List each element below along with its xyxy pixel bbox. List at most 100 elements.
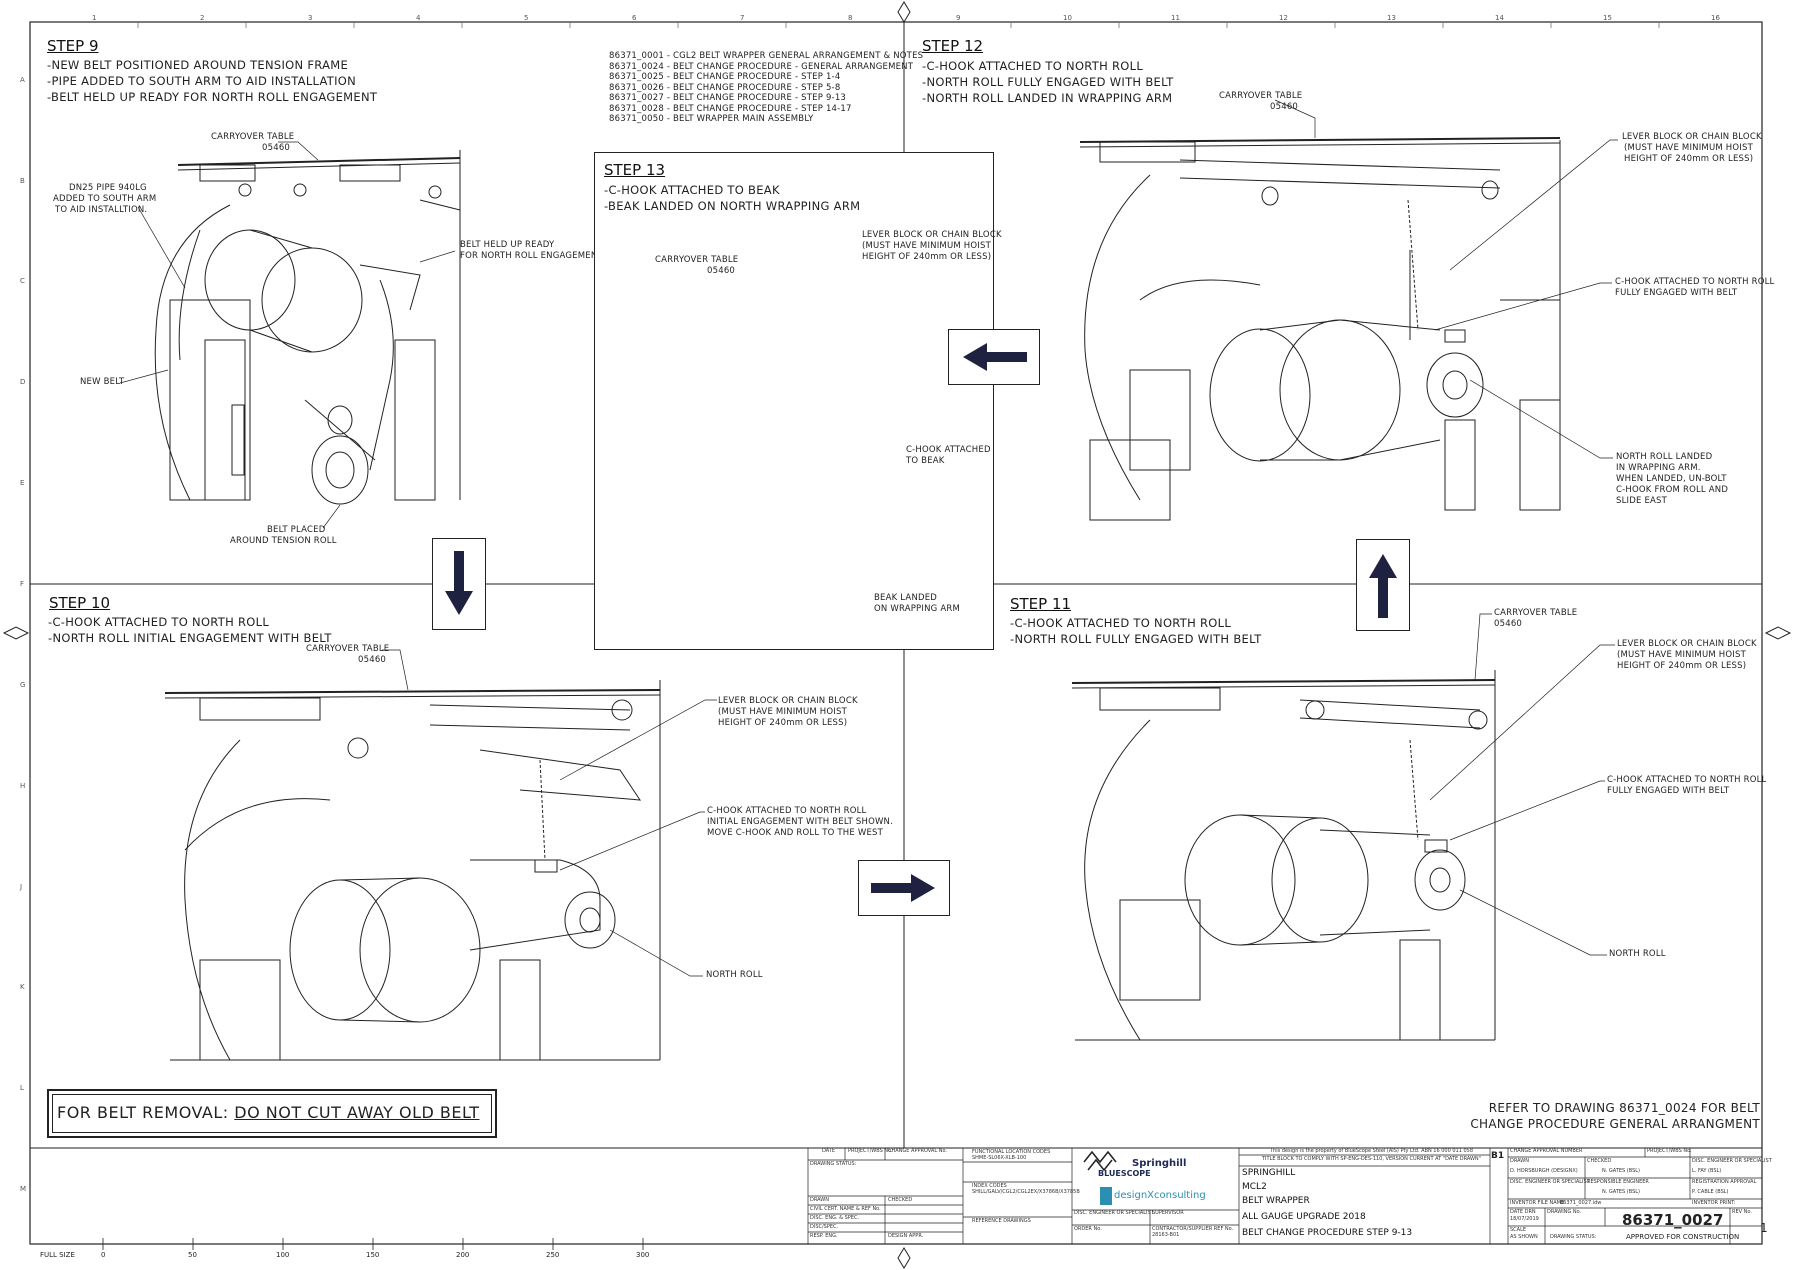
tb-disc-by: L. FAY (BSL) — [1692, 1168, 1722, 1174]
grid-col: 4 — [416, 14, 421, 22]
step12-label-landed: SLIDE EAST — [1616, 496, 1668, 506]
grid-col: 3 — [308, 14, 313, 22]
step9-illustration — [154, 150, 461, 505]
step12-label-carryover: CARRYOVER TABLE — [1219, 91, 1303, 101]
grid-col: 9 — [956, 14, 961, 22]
step11-label-lever: LEVER BLOCK OR CHAIN BLOCK — [1617, 639, 1757, 649]
grid-row: J — [20, 883, 23, 891]
grid-col: 11 — [1171, 14, 1180, 22]
tb-supervisor: SUPERVISOR — [1152, 1210, 1184, 1216]
grid-row: C — [20, 277, 25, 285]
step13-title: STEP 13 — [604, 161, 666, 179]
step13-label-carryover-no: 05460 — [707, 266, 736, 276]
reference-item: 86371_0024 - BELT CHANGE PROCEDURE - GEN… — [609, 61, 914, 72]
tb-disc-hdr: DISC. ENGINEER OR SPECIALIST — [1692, 1158, 1772, 1164]
scale-label: FULL SIZE — [40, 1251, 75, 1259]
step9-label-placed: AROUND TENSION ROLL — [230, 536, 337, 546]
step10-label-carryover: CARRYOVER TABLE — [306, 644, 390, 654]
tb-inventor-print: INVENTOR PRINT: — [1692, 1200, 1736, 1206]
step12-title: STEP 12 — [922, 37, 984, 55]
arrow-up-box — [1356, 539, 1410, 631]
grid-col: 8 — [848, 14, 853, 22]
step10-label-lever: LEVER BLOCK OR CHAIN BLOCK — [718, 696, 858, 706]
tb-order-no: ORDER No. — [1074, 1226, 1102, 1232]
grid-col: 5 — [524, 14, 529, 22]
step9-label-heldup: BELT HELD UP READY — [460, 240, 555, 250]
arrow-right-box — [858, 860, 950, 916]
step13-label-beak: ON WRAPPING ARM — [874, 604, 960, 614]
tb-cert-name: CIVIL CERT. NAME & REF No. — [810, 1206, 881, 1212]
tb-disc-eng: DISC. ENGINEER OR SPECIALIST — [1074, 1210, 1154, 1216]
belt-removal-text: FOR BELT REMOVAL: DO NOT CUT AWAY OLD BE… — [57, 1103, 480, 1122]
grid-row: L — [20, 1084, 24, 1092]
step13-label-beak: BEAK LANDED — [874, 593, 938, 603]
step11-label-lever: (MUST HAVE MINIMUM HOIST — [1617, 650, 1746, 660]
step13-label-chook: TO BEAK — [906, 456, 945, 466]
step9-label-pipe: TO AID INSTALLTION. — [55, 205, 148, 215]
step13-panel — [594, 152, 994, 650]
grid-row: M — [20, 1185, 27, 1193]
tb-change-hdr: CHANGE APPROVAL No. — [888, 1148, 948, 1154]
step12-label-lever: HEIGHT OF 240mm OR LESS) — [1624, 154, 1754, 164]
step10-illustration — [164, 680, 661, 1061]
step13-label-lever: (MUST HAVE MINIMUM HOIST — [862, 241, 991, 251]
grid-row: F — [20, 580, 25, 588]
step11-leaders — [1429, 613, 1615, 956]
tb-resp-eng: RESP. ENG. — [810, 1233, 838, 1239]
grid-col: 10 — [1063, 14, 1072, 22]
tb-index: SHILL/GALV/CGL2/CGL2EX/X3786B/X3785B — [972, 1189, 1080, 1195]
step12-line: -NORTH ROLL LANDED IN WRAPPING ARM — [922, 91, 1173, 105]
grid-row: G — [20, 681, 26, 689]
step12-line: -C-HOOK ATTACHED TO NORTH ROLL — [922, 59, 1144, 73]
step9-label-placed: BELT PLACED — [267, 525, 326, 535]
tb-reg-by: P. CABLE (BSL) — [1692, 1189, 1729, 1195]
step11-label-northroll: NORTH ROLL — [1609, 949, 1666, 959]
scale-tick: 150 — [366, 1251, 380, 1259]
step10-label-chook: C-HOOK ATTACHED TO NORTH ROLL — [707, 806, 867, 816]
tb-contractor: CONTRACTOR/SUPPLIER REF No. — [1152, 1226, 1234, 1232]
title-block-grid — [807, 1147, 1763, 1245]
tb-inventor-hdr: INVENTOR FILE NAME — [1510, 1200, 1565, 1206]
grid-col: 12 — [1279, 14, 1288, 22]
step12-label-landed: WHEN LANDED, UN-BOLT — [1616, 474, 1727, 484]
step11-illustration — [1071, 670, 1496, 1041]
step12-label-chook: C-HOOK ATTACHED TO NORTH ROLL — [1615, 277, 1775, 287]
step9-label-pipe: DN25 PIPE 940LG — [69, 183, 147, 193]
tb-func-loc-hdr: FUNCTIONAL LOCATION CODES — [972, 1149, 1051, 1155]
tb-drawn: DRAWN — [810, 1197, 829, 1203]
step10-leaders — [382, 649, 717, 977]
step13-line: -BEAK LANDED ON NORTH WRAPPING ARM — [604, 199, 861, 213]
step10-label-lever: HEIGHT OF 240mm OR LESS) — [718, 718, 848, 728]
tb-project-hdr: PROJECT/WBS No. — [1647, 1148, 1692, 1154]
grid-col: 7 — [740, 14, 745, 22]
step9-leaders — [119, 141, 456, 529]
refer-note-line: REFER TO DRAWING 86371_0024 FOR BELT — [1489, 1101, 1760, 1116]
grid-row: E — [20, 479, 25, 487]
step10-label-carryover-no: 05460 — [358, 655, 387, 665]
tb-property: This design is the property of BlueScope… — [1270, 1148, 1474, 1154]
tb-rev-hdr: REV No. — [1732, 1209, 1752, 1215]
step10-label-lever: (MUST HAVE MINIMUM HOIST — [718, 707, 847, 717]
tb-drawn-by: D. HORSBURGH (DESIGNX) — [1510, 1168, 1578, 1174]
tb-disc-hdr2: DISC. ENGINEER OR SPECIALIST — [1510, 1179, 1590, 1185]
reference-item: 86371_0001 - CGL2 BELT WRAPPER GENERAL A… — [609, 51, 924, 61]
step12-label-landed: NORTH ROLL LANDED — [1616, 452, 1713, 462]
reference-list: 86371_0001 - CGL2 BELT WRAPPER GENERAL A… — [609, 51, 923, 125]
scale-tick: 100 — [276, 1251, 290, 1259]
step12-line: -NORTH ROLL FULLY ENGAGED WITH BELT — [922, 75, 1174, 89]
tb-drawing-no-hdr: DRAWING No. — [1547, 1209, 1582, 1215]
tb-ref-drawings: REFERENCE DRAWINGS — [972, 1218, 1031, 1224]
tb-contractor-val: 28163-B01 — [1152, 1232, 1180, 1238]
tb-wbs-hdr: PROJECT/WBS No. — [848, 1148, 893, 1154]
refer-note-text: REFER TO DRAWING 86371_0024 FOR BELT — [1488, 1101, 1760, 1115]
scale-tick: 200 — [456, 1251, 470, 1259]
grid-ticks — [137, 22, 1660, 28]
arrow-left-icon — [963, 343, 1027, 371]
tb-resp-by: N. GATES (BSL) — [1602, 1189, 1641, 1195]
step10-line: -C-HOOK ATTACHED TO NORTH ROLL — [48, 615, 270, 629]
refer-note-text: CHANGE PROCEDURE GENERAL ARRANGMENT — [1470, 1117, 1760, 1131]
step12-label-chook: FULLY ENGAGED WITH BELT — [1615, 288, 1738, 298]
step13-label-chook: C-HOOK ATTACHED — [906, 445, 991, 455]
tb-date-hdr2: DATE DRN — [1510, 1209, 1536, 1215]
